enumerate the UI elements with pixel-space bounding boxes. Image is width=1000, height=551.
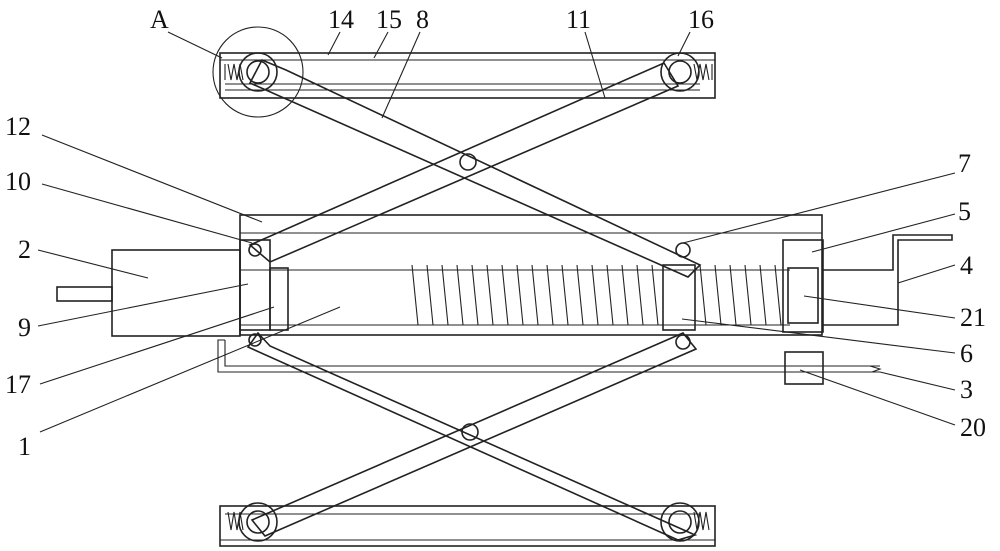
label-11: 11 xyxy=(566,5,591,34)
label-3: 3 xyxy=(960,375,973,404)
lower-scissor-arms xyxy=(248,333,696,540)
right-assembly xyxy=(218,235,952,384)
label-2: 2 xyxy=(18,235,31,264)
bottom-plate xyxy=(220,503,715,546)
block-5 xyxy=(783,240,823,332)
top-left-roller xyxy=(239,53,277,91)
top-plate xyxy=(213,27,715,117)
motor-shaft xyxy=(57,287,112,301)
label-21: 21 xyxy=(960,303,986,332)
label-14: 14 xyxy=(328,5,354,34)
top-right-roller xyxy=(661,53,699,91)
label-4: 4 xyxy=(960,251,973,280)
label-7: 7 xyxy=(958,149,971,178)
label-1: 1 xyxy=(18,432,31,461)
bearing-17 xyxy=(270,268,288,330)
label-17: 17 xyxy=(5,370,31,399)
top-right-spring xyxy=(694,64,712,80)
bottom-left-roller xyxy=(239,503,277,541)
block-21 xyxy=(788,268,818,323)
label-6: 6 xyxy=(960,339,973,368)
upper-scissor-arms xyxy=(249,60,700,277)
lead-screw xyxy=(412,265,781,325)
block-20 xyxy=(785,352,823,384)
label-a: A xyxy=(150,5,169,34)
label-16: 16 xyxy=(688,5,714,34)
label-12: 12 xyxy=(5,112,31,141)
label-8: 8 xyxy=(416,5,429,34)
wire-3 xyxy=(870,366,880,372)
pin-7 xyxy=(676,243,690,257)
label-9: 9 xyxy=(18,313,31,342)
label-15: 15 xyxy=(376,5,402,34)
label-5: 5 xyxy=(958,197,971,226)
motor-2 xyxy=(57,250,240,336)
label-10: 10 xyxy=(5,167,31,196)
handle-4 xyxy=(823,235,952,325)
label-20: 20 xyxy=(960,413,986,442)
